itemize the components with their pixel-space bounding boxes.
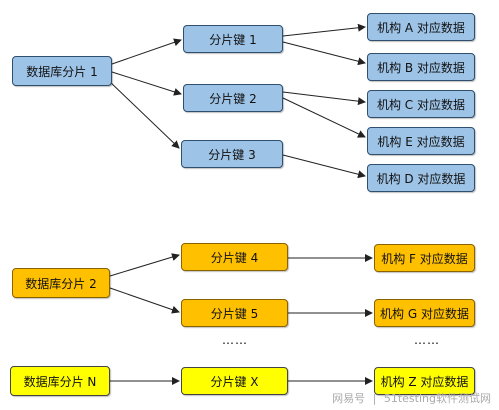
org-e-data-box: 机构 E 对应数据 — [367, 127, 475, 155]
db-shard-n-box: 数据库分片 N — [10, 366, 110, 396]
shard-key-2-box: 分片键 2 — [183, 84, 283, 112]
shard-key-3-label: 分片键 3 — [208, 147, 256, 162]
arrow-key2-to-org-e — [282, 97, 366, 138]
shard-key-5-box: 分片键 5 — [181, 299, 288, 327]
db-shard-2-box: 数据库分片 2 — [12, 268, 110, 298]
org-b-data-label: 机构 B 对应数据 — [377, 60, 465, 75]
org-a-data-label: 机构 A 对应数据 — [377, 20, 465, 35]
arrow-key1-to-org-a — [282, 23, 366, 37]
org-a-data-box: 机构 A 对应数据 — [367, 13, 475, 41]
org-e-data-label: 机构 E 对应数据 — [377, 134, 465, 149]
watermark-site: 网易号 — [332, 392, 366, 405]
shard-key-4-label: 分片键 4 — [210, 250, 259, 265]
arrow-key2-to-org-c — [282, 91, 366, 106]
shard-key-3-box: 分片键 3 — [181, 140, 283, 168]
org-g-data-box: 机构 G 对应数据 — [374, 299, 475, 327]
watermark-account: 51testing软件测试网 — [383, 392, 491, 405]
org-f-data-label: 机构 F 对应数据 — [381, 251, 468, 266]
org-d-data-label: 机构 D 对应数据 — [376, 171, 466, 186]
arrow-db2-to-key4 — [109, 253, 180, 277]
org-b-data-box: 机构 B 对应数据 — [367, 53, 475, 81]
shard-key-x-label: 分片键 X — [210, 374, 259, 389]
shard-key-1-box: 分片键 1 — [183, 25, 283, 53]
org-z-data-label: 机构 Z 对应数据 — [380, 374, 469, 389]
arrow-key3-to-org-d — [282, 154, 366, 179]
watermark-separator: | — [372, 392, 377, 405]
org-g-data-label: 机构 G 对应数据 — [380, 306, 469, 321]
shard-key-2-label: 分片键 2 — [209, 91, 257, 106]
arrow-key1-to-org-b — [282, 41, 366, 66]
org-f-data-box: 机构 F 对应数据 — [374, 244, 475, 272]
org-c-data-label: 机构 C 对应数据 — [376, 97, 465, 112]
arrow-db2-to-key5 — [109, 287, 180, 314]
orgs-ellipsis: …… — [414, 333, 440, 347]
arrow-db1-to-key2 — [111, 71, 182, 96]
shard-key-5-label: 分片键 5 — [210, 306, 259, 321]
org-c-data-box: 机构 C 对应数据 — [367, 90, 475, 118]
db-shard-1-label: 数据库分片 1 — [26, 64, 98, 79]
db-shard-2-label: 数据库分片 2 — [25, 276, 97, 291]
org-d-data-box: 机构 D 对应数据 — [367, 164, 475, 192]
arrow-db1-to-key1 — [111, 38, 182, 65]
shard-key-x-box: 分片键 X — [181, 367, 288, 395]
db-shard-1-box: 数据库分片 1 — [12, 56, 112, 86]
shard-key-1-label: 分片键 1 — [209, 32, 257, 47]
db-shard-n-label: 数据库分片 N — [23, 374, 97, 389]
watermark: 网易号 | 51testing软件测试网 — [332, 390, 491, 406]
keys-ellipsis: …… — [222, 333, 248, 347]
arrow-db1-to-key3 — [107, 79, 180, 149]
org-z-data-box: 机构 Z 对应数据 — [374, 367, 475, 395]
shard-key-4-box: 分片键 4 — [181, 243, 288, 271]
